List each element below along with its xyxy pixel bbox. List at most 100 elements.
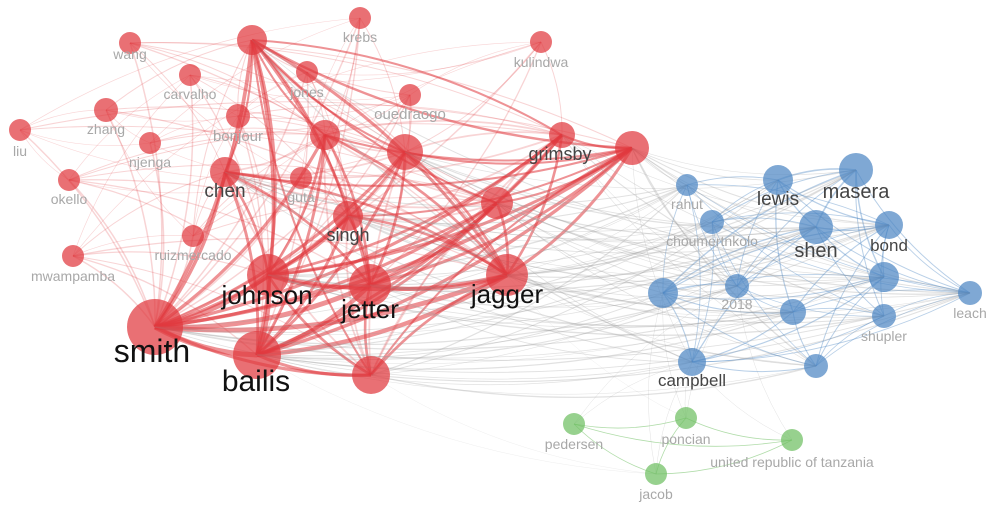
node-n_b2[interactable]	[869, 262, 899, 292]
node-shupler[interactable]	[872, 304, 896, 328]
node-ruizmercado[interactable]	[182, 225, 204, 247]
node-bond[interactable]	[875, 211, 903, 239]
link	[256, 151, 407, 357]
link	[369, 94, 411, 286]
node-n_b4[interactable]	[804, 354, 828, 378]
link	[251, 39, 971, 294]
link	[777, 179, 971, 294]
node-jagger[interactable]	[486, 254, 528, 296]
link	[496, 202, 817, 367]
link	[256, 311, 794, 370]
link	[267, 274, 885, 336]
link	[250, 39, 372, 376]
node-zhang[interactable]	[94, 98, 118, 122]
node-bailis[interactable]	[233, 331, 281, 379]
node-n_r4[interactable]	[481, 187, 513, 219]
link	[129, 42, 406, 153]
link	[154, 146, 634, 329]
link	[256, 285, 738, 361]
link	[369, 284, 794, 327]
node-masera[interactable]	[839, 153, 873, 187]
node-smith[interactable]	[127, 299, 183, 355]
node-carvalho[interactable]	[179, 64, 201, 86]
node-kulindwa[interactable]	[530, 31, 552, 53]
link	[192, 134, 326, 237]
node-okello[interactable]	[58, 169, 80, 191]
label-singh: singh	[326, 225, 369, 245]
link	[192, 115, 239, 237]
node-singh[interactable]	[333, 201, 363, 231]
node-n_r2[interactable]	[310, 120, 340, 150]
node-rahut[interactable]	[676, 174, 698, 196]
node-chen[interactable]	[210, 157, 240, 187]
node-guta[interactable]	[290, 167, 312, 189]
link	[224, 171, 971, 299]
node-shen[interactable]	[799, 210, 833, 244]
node-leach[interactable]	[958, 281, 982, 305]
link	[409, 41, 542, 96]
link	[711, 221, 817, 367]
link	[189, 74, 349, 217]
node-united_rep[interactable]	[781, 429, 803, 451]
node-grimsby[interactable]	[549, 122, 575, 148]
link	[154, 285, 738, 346]
link	[369, 146, 634, 287]
link	[404, 151, 693, 363]
link	[370, 179, 779, 376]
node-n_r1[interactable]	[237, 25, 267, 55]
link	[686, 184, 738, 287]
node-pedersen[interactable]	[563, 413, 585, 435]
link	[711, 221, 971, 294]
link	[404, 151, 885, 278]
label-ruizmercado: ruizmercado	[154, 247, 231, 263]
node-n_r5[interactable]	[615, 131, 649, 165]
label-bond: bond	[870, 236, 908, 255]
node-n_r3[interactable]	[387, 134, 423, 170]
node-campbell[interactable]	[678, 348, 706, 376]
node-poncian[interactable]	[675, 407, 697, 429]
link	[506, 274, 971, 313]
node-ouedraogo[interactable]	[399, 84, 421, 106]
node-y2018[interactable]	[725, 274, 749, 298]
node-n_b3[interactable]	[780, 299, 806, 325]
label-campbell: campbell	[658, 371, 726, 390]
link	[224, 171, 890, 244]
link	[370, 365, 817, 399]
link	[68, 179, 269, 276]
link	[573, 285, 738, 425]
node-jones[interactable]	[296, 61, 318, 83]
label-jones: jones	[289, 84, 323, 100]
link	[631, 147, 885, 278]
label-lewis: lewis	[757, 189, 799, 210]
node-lewis[interactable]	[763, 165, 793, 195]
node-n_b1[interactable]	[648, 278, 678, 308]
node-krebs[interactable]	[349, 7, 371, 29]
node-jetter[interactable]	[349, 264, 391, 306]
link	[129, 42, 326, 136]
node-johnson[interactable]	[247, 254, 289, 296]
link	[561, 134, 885, 317]
node-jacob[interactable]	[645, 463, 667, 485]
link	[369, 284, 664, 308]
node-njenga[interactable]	[139, 132, 161, 154]
link	[662, 226, 817, 294]
link	[129, 42, 563, 136]
link	[129, 42, 633, 149]
link	[105, 109, 239, 122]
node-n_r6[interactable]	[352, 356, 390, 394]
link	[324, 134, 633, 162]
link	[662, 276, 885, 300]
label-johnson: johnson	[220, 280, 312, 310]
link	[154, 74, 194, 328]
node-choumertnkolo[interactable]	[700, 210, 724, 234]
node-liu[interactable]	[9, 119, 31, 141]
node-mwampamba[interactable]	[62, 245, 84, 267]
link	[631, 147, 971, 294]
link	[72, 74, 191, 257]
link	[224, 171, 693, 363]
node-bonjour[interactable]	[226, 104, 250, 128]
link	[711, 212, 890, 226]
link	[154, 41, 542, 328]
node-wang[interactable]	[119, 32, 141, 54]
